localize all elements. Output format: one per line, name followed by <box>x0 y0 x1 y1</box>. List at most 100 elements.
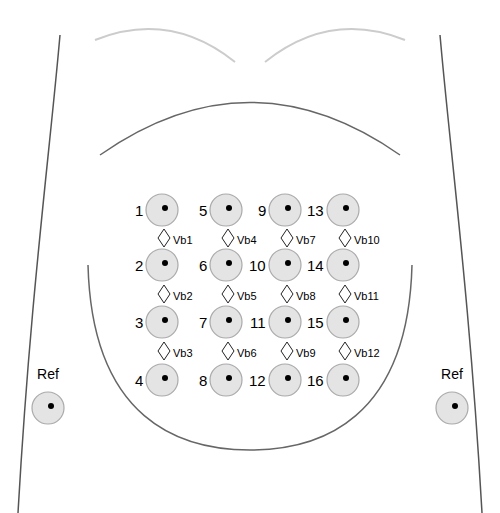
bipolar-lead: Vb1 <box>157 228 193 248</box>
lead-label: Vb4 <box>237 235 257 246</box>
electrode-number: 7 <box>199 315 207 330</box>
electrode-pad <box>269 364 301 396</box>
electrode-symbol <box>145 248 179 282</box>
electrode-dot <box>162 375 168 381</box>
electrode-number: 2 <box>135 258 143 273</box>
chest-curve <box>95 29 235 62</box>
electrode-number: 8 <box>199 373 207 388</box>
electrode-pad <box>269 194 301 226</box>
electrode: 15 <box>307 305 360 339</box>
electrode-number: 9 <box>258 203 266 218</box>
bipolar-diamond <box>157 284 171 304</box>
diamond-outline <box>281 229 293 247</box>
bipolar-diamond <box>221 228 235 248</box>
electrode-number: 6 <box>199 258 207 273</box>
bipolar-diamond <box>338 284 352 304</box>
diamond-outline <box>281 342 293 360</box>
lead-label: Vb9 <box>296 348 316 359</box>
electrode-dot <box>452 403 458 409</box>
diamond-outline <box>281 285 293 303</box>
electrode-symbol <box>209 193 243 227</box>
diamond-outline <box>339 285 351 303</box>
diamond-outline <box>222 229 234 247</box>
electrode-symbol <box>326 193 360 227</box>
chest-curve <box>265 29 405 62</box>
electrode-dot <box>226 375 232 381</box>
ribcage-arc <box>100 103 400 156</box>
lead-label: Vb12 <box>354 348 380 359</box>
bipolar-lead: Vb10 <box>338 228 380 248</box>
electrode: 4 <box>135 363 179 397</box>
electrode-pad <box>327 194 359 226</box>
bipolar-lead: Vb3 <box>157 341 193 361</box>
electrode-dot <box>343 375 349 381</box>
electrode-symbol <box>435 391 469 425</box>
electrode-pad <box>146 306 178 338</box>
electrode-symbol <box>326 248 360 282</box>
torso-right-side <box>440 35 482 513</box>
electrode-dot <box>162 205 168 211</box>
electrode-symbol <box>268 248 302 282</box>
electrode-symbol <box>209 305 243 339</box>
diamond-outline <box>339 229 351 247</box>
diamond-outline <box>158 342 170 360</box>
electrode: 7 <box>199 305 243 339</box>
lead-label: Vb10 <box>354 235 380 246</box>
lead-label: Vb11 <box>354 291 379 302</box>
electrode-symbol <box>209 363 243 397</box>
electrode-pad <box>146 194 178 226</box>
bipolar-diamond <box>157 228 171 248</box>
electrode-pad <box>269 249 301 281</box>
diamond-outline <box>222 342 234 360</box>
electrode-dot <box>226 317 232 323</box>
bipolar-diamond <box>338 228 352 248</box>
lead-label: Vb7 <box>296 235 316 246</box>
electrode-dot <box>285 260 291 266</box>
electrode-dot <box>162 317 168 323</box>
electrode-pad <box>146 364 178 396</box>
reference-label: Ref <box>441 367 463 381</box>
electrode-symbol <box>268 363 302 397</box>
bipolar-lead: Vb11 <box>338 284 379 304</box>
bipolar-lead: Vb6 <box>221 341 257 361</box>
bipolar-diamond <box>280 284 294 304</box>
bipolar-diamond <box>221 284 235 304</box>
electrode-number: 4 <box>135 373 143 388</box>
electrode-symbol <box>145 305 179 339</box>
lead-label: Vb1 <box>173 235 193 246</box>
electrode-dot <box>162 260 168 266</box>
electrode: 14 <box>307 248 360 282</box>
electrode: 1 <box>135 193 179 227</box>
diamond-outline <box>222 285 234 303</box>
electrode: 16 <box>307 363 360 397</box>
electrode: 6 <box>199 248 243 282</box>
electrode-number: 16 <box>307 373 324 388</box>
electrode-number: 15 <box>307 315 324 330</box>
electrode-number: 3 <box>135 315 143 330</box>
electrode-dot <box>343 205 349 211</box>
reference-electrode: Ref <box>435 367 469 425</box>
electrode-pad <box>210 194 242 226</box>
torso-left-side <box>18 35 60 513</box>
electrode-number: 1 <box>135 203 143 218</box>
diamond-outline <box>339 342 351 360</box>
electrode-pad <box>210 306 242 338</box>
electrode: 10 <box>249 248 302 282</box>
electrode: 13 <box>307 193 360 227</box>
electrode-number: 5 <box>199 203 207 218</box>
electrode: 11 <box>250 305 302 339</box>
electrode: 2 <box>135 248 179 282</box>
electrode-pad <box>269 306 301 338</box>
electrode-dot <box>343 317 349 323</box>
bipolar-diamond <box>280 341 294 361</box>
bipolar-diamond <box>280 228 294 248</box>
electrode-number: 12 <box>249 373 266 388</box>
pelvis-arc <box>88 265 412 450</box>
bipolar-lead: Vb9 <box>280 341 316 361</box>
electrode-number: 11 <box>250 315 266 330</box>
electrode-dot <box>343 260 349 266</box>
electrode-symbol <box>31 391 65 425</box>
electrode-number: 10 <box>249 258 266 273</box>
